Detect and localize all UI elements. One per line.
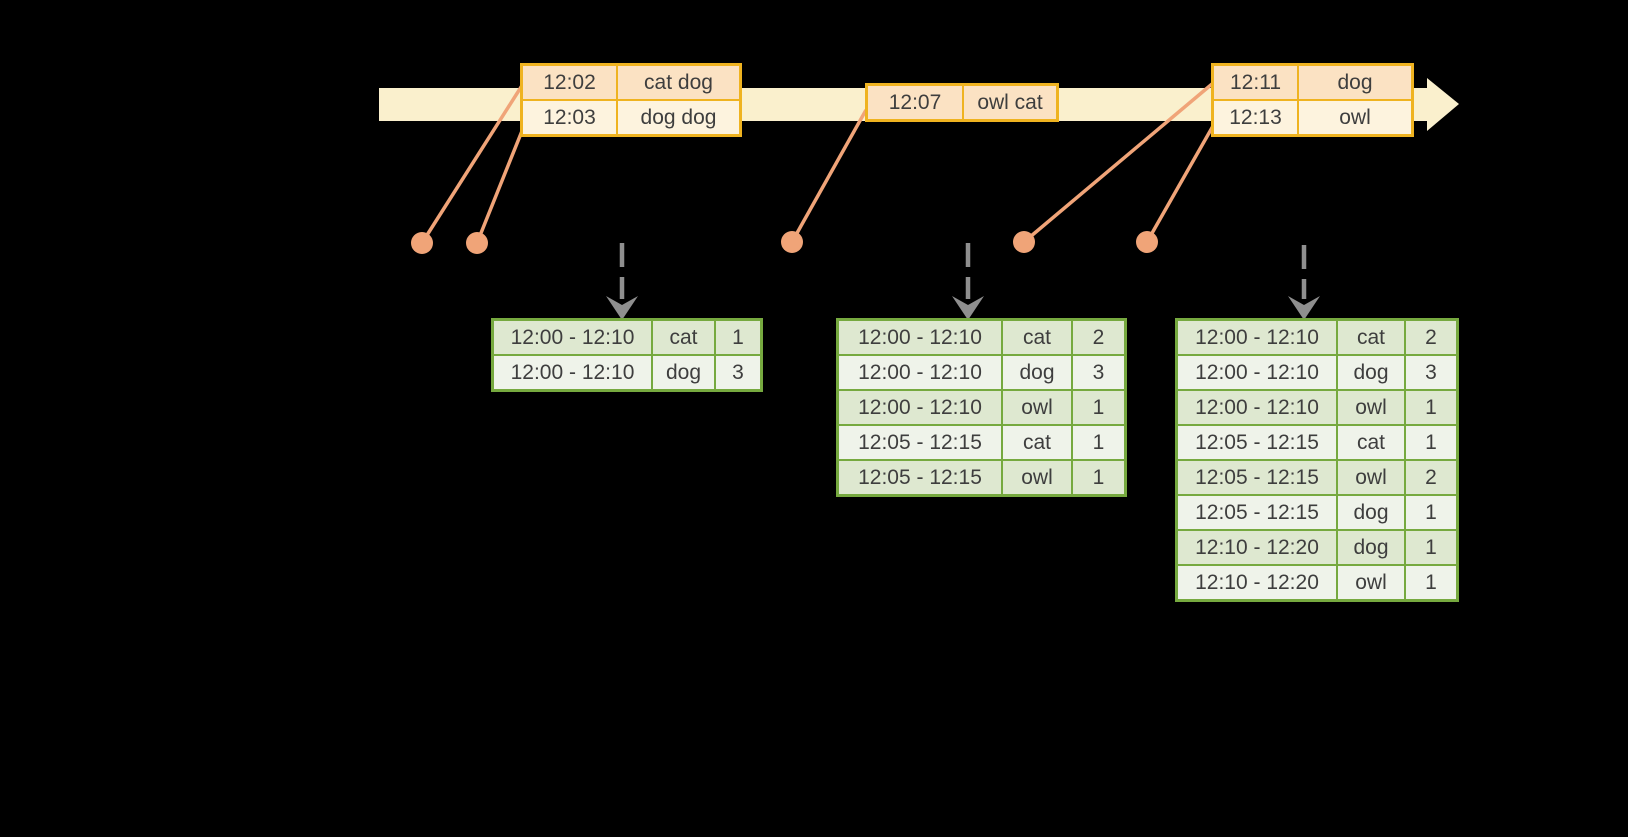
event-time-cell: 12:11 — [1211, 63, 1299, 101]
result-row: 12:10 - 12:20 owl 1 — [1175, 564, 1459, 602]
result-row: 12:10 - 12:20 dog 1 — [1175, 529, 1459, 566]
event-dot-icon — [1136, 231, 1158, 253]
event-row: 12:13 owl — [1211, 99, 1414, 137]
trigger-down-arrow-icon — [1288, 296, 1320, 320]
result-row: 12:00 - 12:10 dog 3 — [836, 354, 1127, 391]
word-cell: owl — [1336, 564, 1406, 602]
event-time-cell: 12:03 — [520, 99, 618, 137]
window-cell: 12:00 - 12:10 — [1175, 389, 1338, 426]
count-cell: 1 — [1404, 494, 1459, 531]
result-table-2: 12:00 - 12:10 cat 2 12:00 - 12:10 dog 3 … — [836, 318, 1127, 497]
word-cell: dog — [1336, 529, 1406, 566]
word-cell: owl — [1336, 389, 1406, 426]
window-cell: 12:10 - 12:20 — [1175, 564, 1338, 602]
event-row: 12:02 cat dog — [520, 63, 742, 101]
result-row: 12:05 - 12:15 cat 1 — [836, 424, 1127, 461]
count-cell: 2 — [1071, 318, 1127, 356]
event-table-3: 12:11 dog 12:13 owl — [1211, 63, 1414, 137]
connector-line-icon — [790, 109, 868, 243]
event-table-1: 12:02 cat dog 12:03 dog dog — [520, 63, 742, 137]
event-dot-icon — [1013, 231, 1035, 253]
count-cell: 1 — [1404, 424, 1459, 461]
count-cell: 3 — [714, 354, 763, 392]
timeline-arrow-icon — [1427, 78, 1459, 131]
event-words-cell: owl — [1297, 99, 1414, 137]
result-row: 12:00 - 12:10 owl 1 — [1175, 389, 1459, 426]
window-cell: 12:00 - 12:10 — [836, 318, 1003, 356]
count-cell: 1 — [714, 318, 763, 356]
result-row: 12:05 - 12:15 owl 2 — [1175, 459, 1459, 496]
word-cell: cat — [651, 318, 716, 356]
result-row: 12:00 - 12:10 dog 3 — [491, 354, 763, 392]
word-cell: cat — [1336, 424, 1406, 461]
window-cell: 12:05 - 12:15 — [836, 424, 1003, 461]
result-row: 12:00 - 12:10 dog 3 — [1175, 354, 1459, 391]
window-cell: 12:00 - 12:10 — [491, 354, 653, 392]
window-cell: 12:00 - 12:10 — [836, 354, 1003, 391]
result-row: 12:05 - 12:15 cat 1 — [1175, 424, 1459, 461]
result-table-1: 12:00 - 12:10 cat 1 12:00 - 12:10 dog 3 — [491, 318, 763, 392]
count-cell: 1 — [1071, 424, 1127, 461]
count-cell: 2 — [1404, 459, 1459, 496]
connector-line-icon — [475, 125, 526, 244]
window-cell: 12:00 - 12:10 — [836, 389, 1003, 426]
result-row: 12:05 - 12:15 owl 1 — [836, 459, 1127, 497]
event-row: 12:07 owl cat — [865, 83, 1059, 122]
window-cell: 12:05 - 12:15 — [1175, 459, 1338, 496]
connector-line-icon — [1022, 82, 1214, 244]
event-time-cell: 12:02 — [520, 63, 618, 101]
word-cell: dog — [1336, 354, 1406, 391]
count-cell: 1 — [1071, 389, 1127, 426]
result-row: 12:00 - 12:10 owl 1 — [836, 389, 1127, 426]
word-cell: cat — [1336, 318, 1406, 356]
connector-line-icon — [420, 83, 525, 244]
event-words-cell: owl cat — [962, 83, 1059, 122]
result-row: 12:05 - 12:15 dog 1 — [1175, 494, 1459, 531]
event-time-cell: 12:07 — [865, 83, 964, 122]
window-cell: 12:00 - 12:10 — [1175, 354, 1338, 391]
event-row: 12:03 dog dog — [520, 99, 742, 137]
window-cell: 12:00 - 12:10 — [1175, 318, 1338, 356]
word-cell: owl — [1001, 459, 1073, 497]
event-words-cell: dog dog — [616, 99, 742, 137]
word-cell: dog — [1336, 494, 1406, 531]
window-cell: 12:05 - 12:15 — [836, 459, 1003, 497]
count-cell: 1 — [1404, 389, 1459, 426]
window-cell: 12:05 - 12:15 — [1175, 494, 1338, 531]
event-row: 12:11 dog — [1211, 63, 1414, 101]
word-cell: cat — [1001, 318, 1073, 356]
count-cell: 1 — [1404, 529, 1459, 566]
word-cell: dog — [1001, 354, 1073, 391]
event-time-cell: 12:13 — [1211, 99, 1299, 137]
event-dot-icon — [466, 232, 488, 254]
event-dot-icon — [411, 232, 433, 254]
word-cell: owl — [1001, 389, 1073, 426]
connector-line-icon — [1145, 125, 1215, 243]
trigger-down-arrow-icon — [952, 296, 984, 320]
event-words-cell: dog — [1297, 63, 1414, 101]
word-cell: cat — [1001, 424, 1073, 461]
event-dot-icon — [781, 231, 803, 253]
window-cell: 12:10 - 12:20 — [1175, 529, 1338, 566]
count-cell: 1 — [1404, 564, 1459, 602]
count-cell: 3 — [1071, 354, 1127, 391]
word-cell: dog — [651, 354, 716, 392]
window-cell: 12:00 - 12:10 — [491, 318, 653, 356]
count-cell: 2 — [1404, 318, 1459, 356]
event-table-2: 12:07 owl cat — [865, 83, 1059, 122]
window-cell: 12:05 - 12:15 — [1175, 424, 1338, 461]
word-cell: owl — [1336, 459, 1406, 496]
result-row: 12:00 - 12:10 cat 1 — [491, 318, 763, 356]
result-row: 12:00 - 12:10 cat 2 — [1175, 318, 1459, 356]
count-cell: 3 — [1404, 354, 1459, 391]
count-cell: 1 — [1071, 459, 1127, 497]
event-words-cell: cat dog — [616, 63, 742, 101]
result-table-3: 12:00 - 12:10 cat 2 12:00 - 12:10 dog 3 … — [1175, 318, 1459, 602]
trigger-down-arrow-icon — [606, 296, 638, 320]
result-row: 12:00 - 12:10 cat 2 — [836, 318, 1127, 356]
